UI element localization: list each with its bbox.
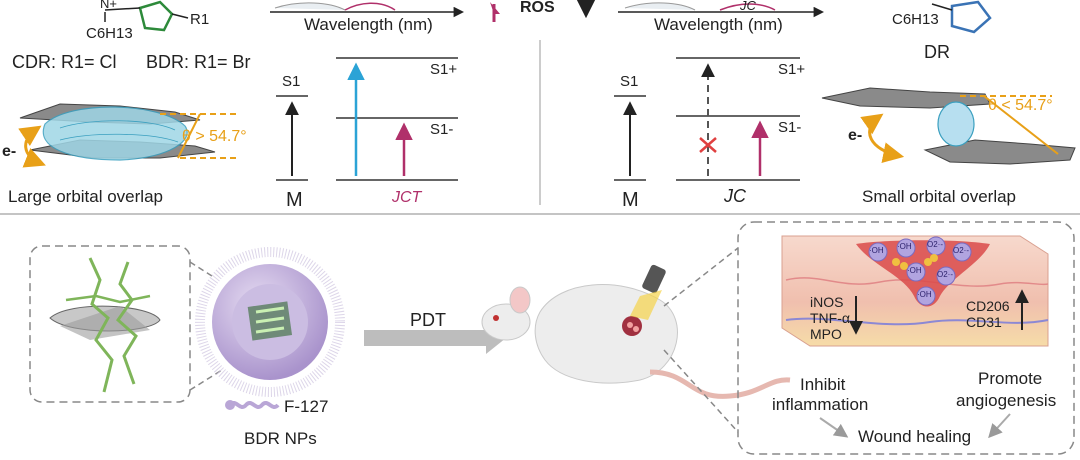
promote-label-line2: angiogenesis — [956, 391, 1056, 410]
right-spectrum — [618, 2, 825, 18]
dr-structure — [931, 0, 992, 34]
ros-species-label: O2·- — [953, 246, 969, 255]
s1-minus-label-right: S1- — [778, 119, 801, 136]
downregulated-markers: iNOS TNF-α MPO — [810, 294, 850, 342]
ros-species-label: O2·- — [937, 270, 953, 279]
jc-label: JC — [723, 186, 747, 206]
pdt-label: PDT — [410, 310, 446, 330]
dr-label: DR — [924, 42, 950, 62]
electron-label-left: e- — [2, 143, 16, 160]
dr-sidechain-label: C6H13 — [892, 11, 939, 28]
wound-healing-label: Wound healing — [858, 427, 971, 446]
small-orbital-mesh — [937, 101, 975, 147]
energy-diagram-dr — [614, 57, 800, 181]
pdt-arrow — [364, 322, 506, 354]
bdr-label: BDR: R1= Br — [146, 52, 251, 72]
zoom-inset-frame — [29, 245, 191, 403]
large-overlap-dimer — [18, 103, 240, 168]
marker-cd206: CD206 — [966, 298, 1010, 314]
f127-polymer-icon — [228, 401, 280, 409]
nitrogen-atom-label: N+ — [100, 0, 117, 11]
small-overlap-caption: Small orbital overlap — [862, 187, 1016, 206]
inhibit-label-line2: inflammation — [772, 395, 868, 414]
s1-plus-label-left: S1+ — [430, 61, 457, 78]
micelle-nanoparticle — [195, 247, 345, 397]
pyrrole-ring — [950, 0, 992, 34]
wound-panel-frame — [737, 221, 1075, 455]
s1-label-right: S1 — [620, 73, 638, 90]
mouse-illustration — [481, 264, 791, 399]
marker-inos: iNOS — [810, 294, 844, 310]
electron-label-right: e- — [848, 127, 862, 144]
r1-label: R1 — [190, 11, 209, 28]
left-spectrum — [270, 2, 465, 18]
large-overlap-caption: Large orbital overlap — [8, 187, 163, 206]
jct-label: JCT — [391, 189, 423, 206]
ros-species-label: O2·- — [927, 240, 943, 249]
ros-indicator — [490, 0, 597, 22]
electron-transfer-arrow — [18, 125, 46, 168]
forbidden-cross-icon — [699, 137, 717, 153]
nps-label: BDR NPs — [244, 429, 317, 448]
upregulated-markers: CD206 CD31 — [966, 298, 1010, 330]
marker-cd31: CD31 — [966, 314, 1002, 330]
small-overlap-dimer — [821, 87, 1076, 165]
sidechain-label: C6H13 — [86, 25, 133, 42]
ros-species-label: ·OH — [907, 266, 922, 275]
cdr-label: CDR: R1= Cl — [12, 52, 117, 72]
wavelength-label-left: Wavelength (nm) — [304, 15, 433, 34]
cdr-bdr-structure: N+ — [100, 0, 189, 32]
ros-species-cluster — [868, 236, 972, 306]
promote-label-line1: Promote — [978, 369, 1042, 388]
jc-spectrum-label: JC — [739, 0, 757, 13]
ros-label: ROS — [520, 0, 555, 16]
ground-label-right: M — [622, 189, 639, 211]
s1-label-left: S1 — [282, 73, 300, 90]
ros-species-label: ·OH — [917, 290, 932, 299]
f127-label: F-127 — [284, 397, 328, 416]
orbital-mesh — [42, 106, 188, 161]
s1-minus-label-left: S1- — [430, 121, 453, 138]
aggregate-stack — [49, 257, 161, 393]
theta-large-label: θ > 54.7° — [182, 128, 247, 145]
marker-mpo: MPO — [810, 326, 842, 342]
energy-diagram-cdr — [276, 57, 458, 181]
ros-species-label: ·OH — [897, 242, 912, 251]
thiophene-ring — [138, 0, 174, 32]
s1-plus-label-right: S1+ — [778, 61, 805, 78]
inhibit-label-line1: Inhibit — [800, 375, 846, 394]
ros-species-label: ·OH — [869, 246, 884, 255]
wavelength-label-right: Wavelength (nm) — [654, 15, 783, 34]
theta-small-label: θ < 54.7° — [988, 97, 1053, 114]
ground-label-left: M — [286, 189, 303, 211]
marker-tnf: TNF-α — [810, 310, 850, 326]
